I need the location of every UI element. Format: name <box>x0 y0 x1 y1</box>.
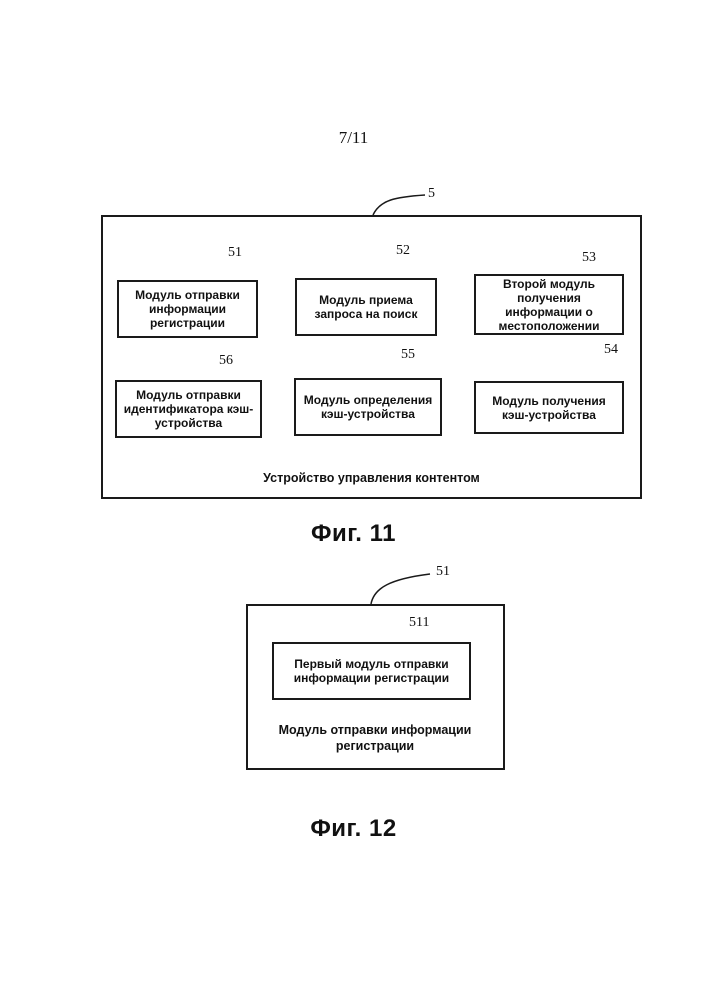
ref-numeral-52: 52 <box>396 243 410 259</box>
content-management-device-label: Устройство управления контентом <box>101 470 642 486</box>
module-56-box: Модуль отправки идентификатора кэш-устро… <box>115 380 262 438</box>
ref-numeral-511: 511 <box>409 615 429 631</box>
ref-numeral-55: 55 <box>401 347 415 363</box>
module-55-box: Модуль определения кэш-устройства <box>294 378 442 436</box>
ref-numeral-53: 53 <box>582 250 596 266</box>
leader-line-fig12-51 <box>371 574 430 604</box>
ref-numeral-fig12-51: 51 <box>436 564 450 580</box>
module-511-box: Первый модуль отправки информации регист… <box>272 642 471 700</box>
ref-numeral-54: 54 <box>604 342 618 358</box>
figure-11-title: Фиг. 11 <box>0 520 707 548</box>
module-54-box: Модуль получения кэш-устройства <box>474 381 624 434</box>
figure-12-title: Фиг. 12 <box>0 815 707 843</box>
module-53-box: Второй модуль получения информации о мес… <box>474 274 624 335</box>
module-51-box: Модуль отправки информации регистрации <box>117 280 258 338</box>
registration-sending-module-label: Модуль отправки информации регистрации <box>270 722 480 754</box>
content-management-device-frame <box>101 215 642 499</box>
ref-numeral-51: 51 <box>228 245 242 261</box>
ref-numeral-5: 5 <box>428 186 435 202</box>
leader-line-5 <box>373 195 425 215</box>
module-52-box: Модуль приема запроса на поиск <box>295 278 437 336</box>
ref-numeral-56: 56 <box>219 353 233 369</box>
